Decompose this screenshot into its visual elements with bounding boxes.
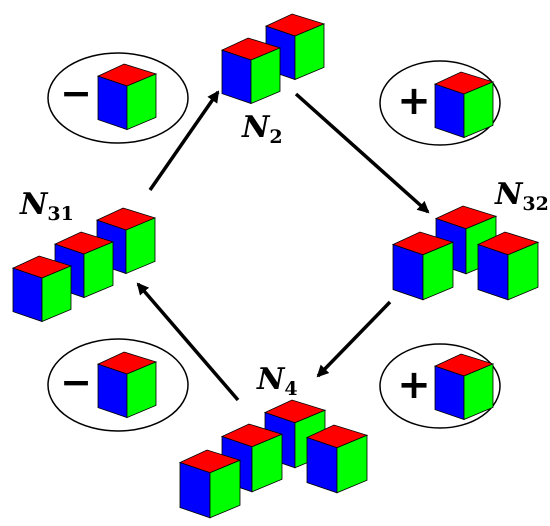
- cube-right-face: [463, 363, 494, 421]
- cube-right-face: [125, 217, 156, 275]
- arrow-n31-to-n2: [148, 90, 220, 191]
- remove-unit-ellipse-bottom: [47, 338, 189, 432]
- cube-right-face: [209, 459, 241, 519]
- arrow-n32-to-n4: [316, 300, 392, 378]
- label-n31: N31: [20, 187, 74, 225]
- remove-unit-ellipse-top: [47, 52, 189, 144]
- cube-n2-back: [264, 13, 326, 81]
- cube-removed-bottom: [96, 351, 158, 419]
- label-n4: N4: [257, 362, 298, 400]
- add-unit-ellipse-bottom: [379, 343, 501, 429]
- cube-added-top: [433, 71, 495, 139]
- cube-right-face: [294, 23, 325, 81]
- arrow-n2-to-n32: [294, 92, 430, 214]
- cube-n2-front: [220, 37, 282, 105]
- cube-right-face: [463, 81, 494, 139]
- cube-right-face: [422, 241, 454, 301]
- cube-right-face: [126, 361, 157, 419]
- cube-left-face: [12, 267, 43, 323]
- cube-added-bottom: [433, 353, 495, 421]
- cube-n32-left: [391, 231, 455, 301]
- cube-n4-front: [178, 449, 242, 519]
- cube-left-face: [97, 363, 128, 419]
- cube-right-face: [83, 241, 114, 299]
- cube-removed-top: [96, 63, 158, 131]
- cube-right-face: [250, 47, 281, 105]
- cube-n31-front: [11, 255, 73, 323]
- minus-sign-bottom: −: [60, 360, 92, 404]
- cube-left-face: [97, 75, 128, 131]
- plus-sign-bottom: +: [397, 362, 431, 408]
- cube-right-face: [126, 73, 157, 131]
- cube-left-face: [434, 365, 465, 421]
- cube-n4-right: [305, 424, 369, 494]
- cube-n32-right: [476, 231, 540, 301]
- cube-right-face: [507, 241, 539, 301]
- add-unit-ellipse-top: [379, 60, 501, 146]
- arrow-n4-to-n31: [136, 282, 240, 402]
- plus-sign-top: +: [397, 78, 431, 124]
- cube-right-face: [41, 265, 72, 323]
- cube-right-face: [336, 434, 368, 494]
- cube-clusters: [11, 13, 540, 519]
- label-n2: N2: [242, 110, 283, 148]
- label-n32: N32: [495, 177, 549, 215]
- minus-sign-top: −: [60, 71, 92, 115]
- cube-left-face: [221, 49, 252, 105]
- cube-right-face: [251, 433, 283, 493]
- cube-left-face: [434, 83, 465, 139]
